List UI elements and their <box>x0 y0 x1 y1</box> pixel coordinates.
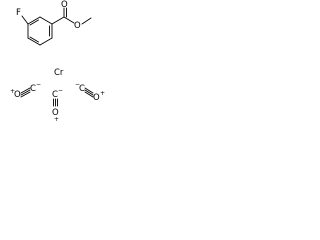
carbonyl-ligand: + O C − <box>10 81 41 100</box>
carbonyl-oxygen: O <box>93 93 100 103</box>
methyl-ester-group: O O <box>51 0 92 31</box>
c-f-bond <box>21 15 29 25</box>
ring-bond <box>27 37 41 46</box>
chemical-structure: F O O Cr + O C − C − O + − C O <box>10 0 105 123</box>
carbonyl-oxygen: O <box>61 0 68 10</box>
carbonyl-carbon: C <box>79 84 85 94</box>
ring-double-bond <box>29 19 39 26</box>
benzene-ring <box>27 16 53 46</box>
ether-oxygen: O <box>74 21 81 31</box>
co-triple-bond <box>84 87 94 94</box>
co-triple-bond <box>20 91 31 98</box>
carbonyl-carbon: C <box>52 90 58 100</box>
ring-bond <box>39 37 53 46</box>
o-methyl-bond <box>81 17 92 25</box>
carbon-charge: − <box>75 81 80 88</box>
carbonyl-ligand: − C O + <box>75 81 105 103</box>
ring-double-bond <box>29 36 39 43</box>
carbon-charge: − <box>58 87 63 94</box>
carbonyl-carbon: C <box>30 84 36 94</box>
carbon-charge: − <box>36 81 41 88</box>
carbonyl-oxygen: O <box>52 108 59 118</box>
oxygen-charge: + <box>100 90 105 97</box>
co-triple-bond <box>84 91 94 98</box>
ring-to-carbonyl-bond <box>51 16 65 25</box>
ring-bond <box>27 16 41 25</box>
co-triple-bond <box>20 87 31 94</box>
carbonyl-ligand: C − O + <box>52 87 63 123</box>
oxygen-charge: + <box>54 116 59 123</box>
carbonyl-oxygen: O <box>14 90 21 100</box>
ring-bond <box>39 16 53 25</box>
carbonyl-to-ether-o-bond <box>63 16 75 24</box>
co-triple-bond <box>84 89 94 96</box>
co-triple-bond <box>20 89 31 96</box>
fluorine-atom: F <box>16 8 21 18</box>
oxygen-charge: + <box>10 88 15 95</box>
chromium-atom: Cr <box>54 68 64 78</box>
